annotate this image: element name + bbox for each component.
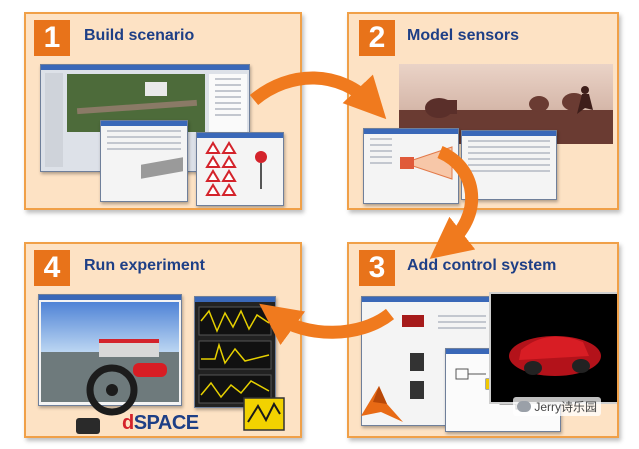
- watermark-text: Jerry诗乐园: [534, 400, 597, 414]
- step-2-panel: 2 Model sensors: [347, 12, 619, 210]
- step-3-title: Add control system: [407, 257, 557, 274]
- step-2-number: 2: [359, 20, 395, 56]
- step-1-number: 1: [34, 20, 70, 56]
- control-desk-window: [194, 296, 276, 408]
- step-2-title: Model sensors: [407, 27, 520, 44]
- sensor-parameters-window: [461, 130, 557, 200]
- dspace-logo: dSPACE: [122, 412, 199, 434]
- step-4-title: Run experiment: [84, 257, 205, 274]
- road-editor-window: [100, 120, 188, 202]
- traffic-signs-window: [196, 132, 284, 206]
- watermark: Jerry诗乐园: [513, 397, 601, 416]
- labview-logo: [243, 397, 285, 431]
- step-1-title: Build scenario: [84, 27, 195, 44]
- step-3-panel: 3 Add control system Jerry: [347, 242, 619, 438]
- steering-wheel-icon: [76, 364, 138, 434]
- step-4-panel: 4 Run experiment dSPACE: [24, 242, 302, 438]
- step-4-number: 4: [34, 250, 70, 286]
- matlab-logo: [361, 386, 403, 422]
- step-3-number: 3: [359, 250, 395, 286]
- sensor-config-window: [363, 128, 459, 204]
- chat-bubble-icon: [517, 401, 532, 412]
- vehicle-model-image: [489, 292, 617, 404]
- step-1-panel: 1 Build scenario: [24, 12, 302, 210]
